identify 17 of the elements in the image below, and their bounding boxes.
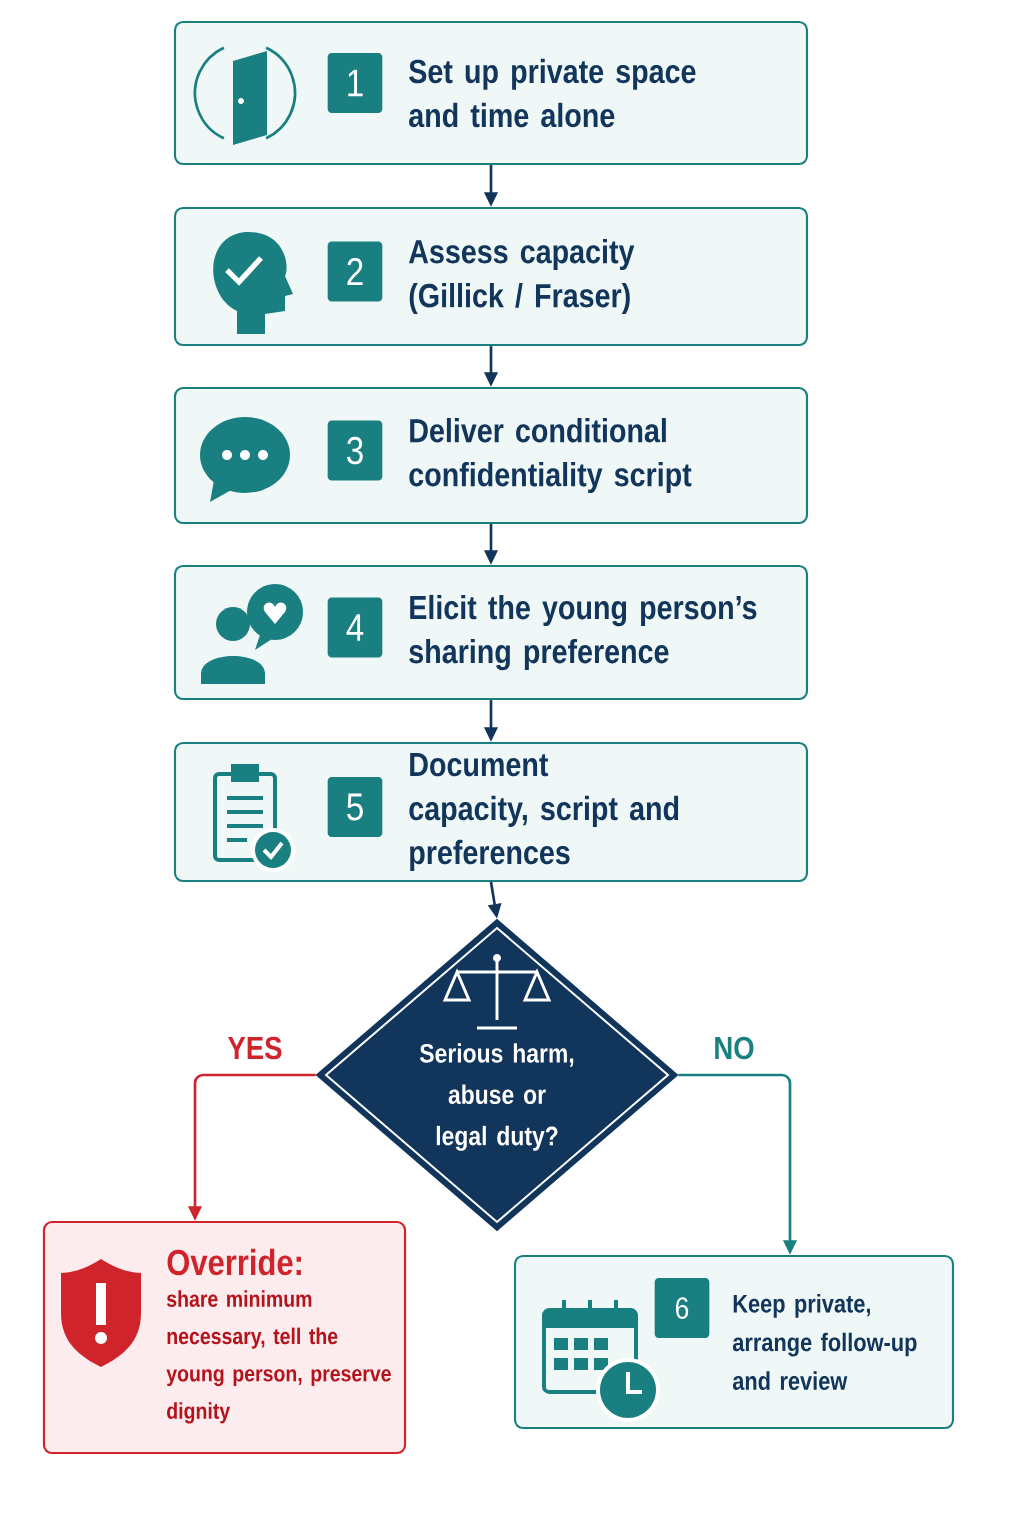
number-badge: 1: [327, 53, 383, 113]
step-text: Keep private, arrange follow-up and review: [732, 1294, 917, 1390]
alert-text: share minimum necessary, tell the young person, preserve dignity: [166, 1290, 391, 1424]
step-text: Assess capacity (Gillick / Fraser): [409, 239, 635, 315]
number-badge: 4: [327, 597, 383, 658]
decision-text: Serious harm, abuse or legal duty?: [419, 1043, 574, 1151]
number-badge: 3: [327, 420, 383, 481]
step-text: Set up private space and time alone: [409, 58, 696, 128]
number-badge: 2: [327, 241, 383, 302]
number-badge: 6: [654, 1278, 710, 1338]
edge-label: YES: [226, 1035, 284, 1061]
step-text: Document capacity, script and preferences: [409, 753, 679, 871]
step-text: Elicit the young person’s sharing preference: [409, 594, 757, 671]
step-text: Deliver conditional confidentiality script: [409, 418, 692, 494]
edge-label: NO: [712, 1035, 756, 1061]
number-badge: 5: [327, 777, 383, 837]
alert-heading: Override:: [167, 1248, 301, 1276]
